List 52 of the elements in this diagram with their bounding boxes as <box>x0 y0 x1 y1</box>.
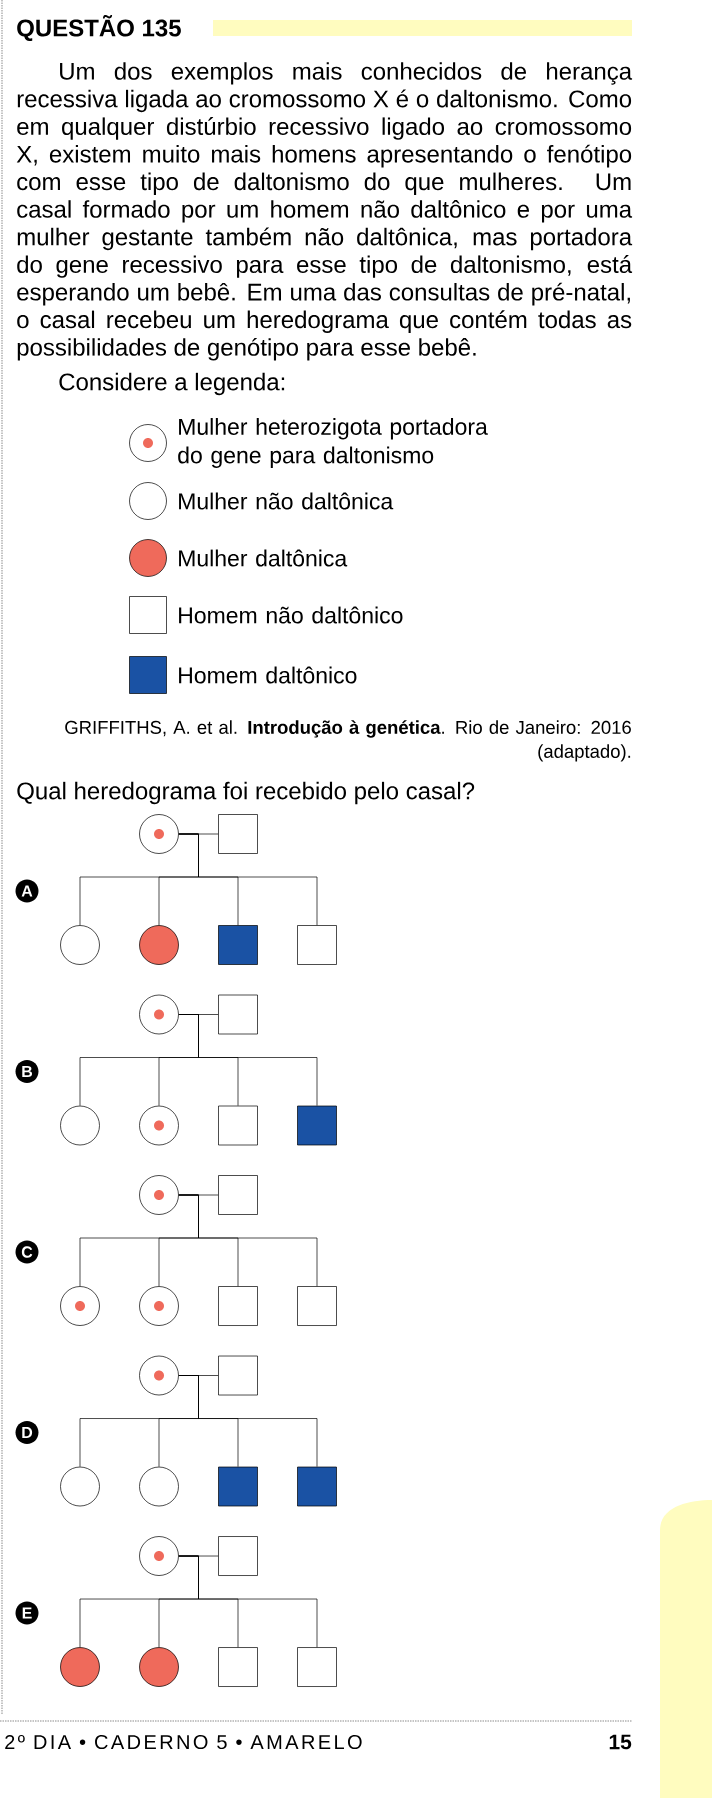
male-symbol <box>218 1286 258 1326</box>
page-number: 15 <box>609 1734 632 1750</box>
male-symbol <box>218 1536 258 1576</box>
legend-text: Mulher daltônica <box>179 549 348 567</box>
female-symbol <box>60 925 100 965</box>
descent-line <box>178 1014 318 1106</box>
female-symbol <box>60 1286 100 1326</box>
female-symbol <box>60 1105 100 1146</box>
male-symbol <box>218 994 258 1035</box>
male-symbol <box>218 1647 258 1687</box>
legend-text: Mulher heterozigota portadora do gene para daltonismo <box>178 418 488 468</box>
female-symbol <box>60 1647 100 1687</box>
male-symbol <box>218 925 258 965</box>
descent-line <box>178 833 318 926</box>
question-prompt: Qual heredograma foi recebido pelo casal? <box>17 781 475 805</box>
female-symbol <box>139 1355 179 1396</box>
option-letter: B <box>15 1060 39 1083</box>
female-symbol <box>139 1286 179 1326</box>
legend-text: Homem não daltônico <box>179 606 403 624</box>
option-letter: E <box>15 1601 39 1625</box>
option-letter: C <box>15 1240 39 1264</box>
legend-text: Homem daltônico <box>179 666 357 684</box>
female-symbol <box>60 1466 100 1507</box>
male-symbol <box>297 1286 337 1326</box>
instruction-text: Considere a legenda: <box>59 372 285 396</box>
female-symbol <box>139 1536 179 1576</box>
male-symbol <box>297 1105 337 1146</box>
citation-text: GRIFFITHS, A. et al. Introdução à genética. Rio de Janeiro: 2016 (adaptado). <box>65 720 631 762</box>
option-letter: D <box>15 1421 39 1444</box>
female-symbol <box>139 1466 179 1507</box>
female-symbol <box>139 994 179 1035</box>
legend-text: Mulher não daltônica <box>179 492 394 510</box>
male-symbol <box>297 1647 337 1687</box>
male-symbol <box>218 814 258 854</box>
question-title: QUESTÃO 135 <box>17 14 181 42</box>
descent-line <box>178 1375 318 1467</box>
descent-line <box>178 1555 318 1648</box>
male-symbol <box>218 1355 258 1396</box>
female-symbol <box>139 814 179 854</box>
male-symbol <box>297 925 337 965</box>
option-letter: A <box>15 879 39 903</box>
female-symbol <box>139 1175 179 1215</box>
male-symbol <box>297 1466 337 1507</box>
question-text: Um dos exemplos mais conhecidos de herança recessiva ligada ao cromossomo X é o daltonismo. Como em qualquer distúrbio recessivo ligado ao cromossomo X, existem muito mais homens apresentando o fenótipo com esse tipo de daltonismo do que mulheres. Um casal formado por um homem não daltônico e por uma mulher gestante também não daltônica, mas portadora do gene recessivo para esse tipo de daltonismo, está esperando um bebê. Em uma das consultas de pré-natal, o casal recebeu um heredograma que contém todas as possibilidades de genótipo para esse bebê. <box>16 62 633 361</box>
male-symbol <box>218 1105 258 1146</box>
male-symbol <box>218 1175 258 1215</box>
descent-line <box>178 1194 318 1287</box>
female-symbol <box>139 1647 179 1687</box>
female-symbol <box>139 1105 179 1146</box>
male-symbol <box>218 1466 258 1507</box>
female-symbol <box>139 925 179 965</box>
footer-text: 2º DIA • CADERNO 5 • AMARELO <box>5 1734 362 1750</box>
